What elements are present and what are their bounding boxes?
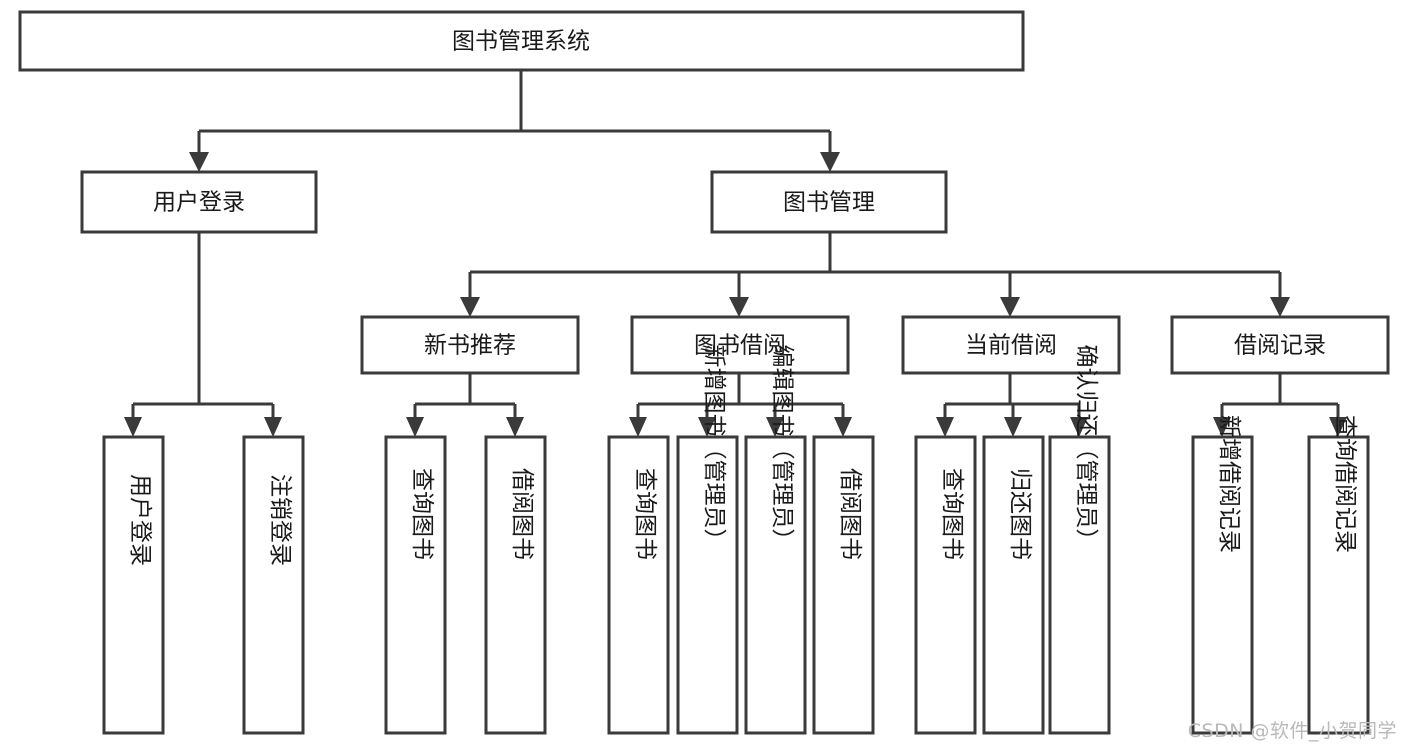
node-leaf-query-book-1-label: 查询图书 — [409, 468, 435, 560]
node-leaf-edit-book-box[interactable] — [744, 435, 807, 735]
node-leaf-borrow-book-2-box[interactable] — [812, 435, 875, 735]
node-leaf-confirm-return[interactable]: 确认归还（管理员） — [1048, 345, 1111, 735]
node-current-borrow[interactable]: 当前借阅 — [901, 315, 1121, 375]
node-user-login-box[interactable] — [80, 170, 318, 234]
connectors-root-to-level2 — [189, 70, 840, 172]
node-current-borrow-label: 当前借阅 — [965, 333, 1057, 359]
node-leaf-logout-label: 注销登录 — [267, 474, 293, 566]
node-leaf-logout-box[interactable] — [242, 435, 305, 735]
arrowhead-leaf-add-record — [1213, 417, 1231, 437]
node-leaf-query-record-label: 查询借阅记录 — [1332, 415, 1358, 553]
node-new-book-rec[interactable]: 新书推荐 — [360, 315, 580, 375]
node-leaf-borrow-book-1-label: 借阅图书 — [509, 468, 535, 560]
node-root-box[interactable] — [18, 10, 1025, 72]
node-leaf-query-book-2[interactable]: 查询图书 — [607, 435, 670, 735]
watermark: CSDN @软件_小贺同学 — [1187, 720, 1397, 742]
arrowhead-leaf-confirm-return — [1070, 417, 1088, 437]
node-borrow-record-box[interactable] — [1170, 315, 1390, 375]
connectors-borrow-record-to-leaves — [1213, 373, 1347, 437]
arrowhead-borrow-record — [1270, 297, 1290, 317]
node-leaf-add-record-box[interactable] — [1191, 435, 1254, 735]
node-current-borrow-box[interactable] — [901, 315, 1121, 375]
arrowhead-leaf-add-book — [698, 417, 716, 437]
node-leaf-query-book-2-label: 查询图书 — [632, 468, 658, 560]
node-leaf-add-book-box[interactable] — [676, 435, 739, 735]
node-book-borrow-box[interactable] — [630, 315, 850, 375]
arrowhead-leaf-query-book-3 — [936, 417, 954, 437]
connectors-book-borrow-to-leaves — [629, 373, 852, 437]
arrowhead-leaf-query-record — [1329, 417, 1347, 437]
node-leaf-logout[interactable]: 注销登录 — [242, 435, 305, 735]
node-leaf-query-book-3-label: 查询图书 — [939, 468, 965, 560]
node-leaf-query-book-1-box[interactable] — [384, 435, 447, 735]
node-root-label: 图书管理系统 — [452, 29, 590, 55]
arrowhead-leaf-user-login — [124, 417, 142, 437]
connectors-new-book-rec-to-leaves — [406, 373, 524, 437]
node-leaf-user-login[interactable]: 用户登录 — [102, 435, 165, 735]
arrowhead-leaf-borrow-book-2 — [834, 417, 852, 437]
node-leaf-confirm-return-box[interactable] — [1048, 435, 1111, 735]
node-leaf-borrow-book-2-label: 借阅图书 — [837, 468, 863, 560]
node-leaf-borrow-book-1[interactable]: 借阅图书 — [484, 435, 547, 735]
node-book-manage[interactable]: 图书管理 — [710, 170, 948, 234]
node-book-manage-label: 图书管理 — [783, 190, 875, 216]
connectors-user-login-to-leaves — [124, 232, 282, 437]
node-leaf-return-book[interactable]: 归还图书 — [982, 435, 1045, 735]
connectors-book-manage-to-level3 — [460, 232, 1290, 317]
node-borrow-record-label: 借阅记录 — [1234, 333, 1326, 359]
node-new-book-rec-box[interactable] — [360, 315, 580, 375]
node-new-book-rec-label: 新书推荐 — [424, 333, 516, 359]
node-leaf-add-book[interactable]: 新增图书（管理员） — [676, 345, 739, 735]
node-root[interactable]: 图书管理系统 — [18, 10, 1025, 72]
node-leaf-add-record-label: 新增借阅记录 — [1216, 415, 1242, 553]
node-leaf-edit-book-label: 编辑图书（管理员） — [769, 345, 795, 552]
arrowhead-leaf-return-book — [1004, 417, 1022, 437]
node-leaf-add-book-label: 新增图书（管理员） — [701, 345, 727, 552]
node-leaf-query-book-1[interactable]: 查询图书 — [384, 435, 447, 735]
node-leaf-return-book-label: 归还图书 — [1007, 468, 1033, 560]
arrowhead-book-manage — [820, 152, 840, 172]
node-book-manage-box[interactable] — [710, 170, 948, 234]
node-leaf-user-login-label: 用户登录 — [127, 474, 153, 566]
node-leaf-confirm-return-label: 确认归还（管理员） — [1073, 345, 1099, 552]
node-leaf-query-record[interactable]: 查询借阅记录 — [1307, 415, 1370, 735]
arrowhead-user-login — [189, 152, 209, 172]
node-leaf-query-book-3[interactable]: 查询图书 — [914, 435, 977, 735]
node-book-borrow[interactable]: 图书借阅 — [630, 315, 850, 375]
node-leaf-add-record[interactable]: 新增借阅记录 — [1191, 415, 1254, 735]
arrowhead-leaf-query-book-1 — [406, 417, 424, 437]
node-leaf-query-record-box[interactable] — [1307, 435, 1370, 735]
arrowhead-leaf-query-book-2 — [629, 417, 647, 437]
node-leaf-borrow-book-2[interactable]: 借阅图书 — [812, 435, 875, 735]
arrowhead-leaf-borrow-book-1 — [506, 417, 524, 437]
node-leaf-query-book-3-box[interactable] — [914, 435, 977, 735]
arrowhead-current-borrow — [1000, 297, 1020, 317]
arrowhead-leaf-edit-book — [766, 417, 784, 437]
node-user-login[interactable]: 用户登录 — [80, 170, 318, 234]
arrowhead-book-borrow — [729, 297, 749, 317]
node-book-borrow-label: 图书借阅 — [694, 333, 786, 359]
node-borrow-record[interactable]: 借阅记录 — [1170, 315, 1390, 375]
node-leaf-borrow-book-1-box[interactable] — [484, 435, 547, 735]
arrowhead-new-book-rec — [460, 297, 480, 317]
node-leaf-user-login-box[interactable] — [102, 435, 165, 735]
node-leaf-query-book-2-box[interactable] — [607, 435, 670, 735]
node-user-login-label: 用户登录 — [153, 190, 245, 216]
arrowhead-leaf-logout — [264, 417, 282, 437]
node-leaf-return-book-box[interactable] — [982, 435, 1045, 735]
node-leaf-edit-book[interactable]: 编辑图书（管理员） — [744, 345, 807, 735]
connectors-current-borrow-to-leaves — [936, 373, 1088, 437]
